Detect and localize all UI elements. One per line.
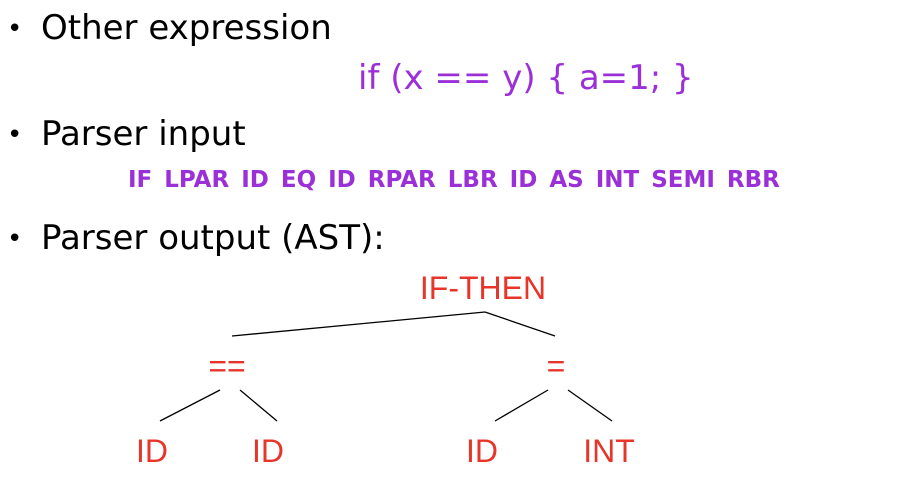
bullet-parser-output: Parser output (AST): [41, 218, 385, 258]
node-int: INT [583, 433, 635, 469]
bullet-marker: • [7, 120, 23, 150]
node-id: ID [136, 433, 168, 469]
node-eqeq: == [208, 348, 245, 384]
node-assign: = [547, 348, 566, 384]
edge-eq-id [494, 389, 549, 422]
token-stream: IF LPAR ID EQ ID RPAR LBR ID AS INT SEMI… [128, 167, 780, 193]
node-if-then: IF-THEN [420, 270, 546, 306]
edge-eq-int [567, 389, 613, 422]
node-id: ID [466, 433, 498, 469]
bullet-marker: • [7, 14, 23, 44]
bullet-parser-input: Parser input [41, 114, 246, 154]
bullet-other-expression: Other expression [41, 8, 332, 48]
edge-eqeq-id1 [159, 389, 221, 422]
source-code-line: if (x == y) { a=1; } [358, 58, 694, 98]
node-id: ID [252, 433, 284, 469]
bullet-marker: • [7, 224, 23, 254]
edge-root-right [484, 311, 556, 337]
edge-root-left [231, 311, 486, 337]
edge-eqeq-id2 [239, 389, 278, 422]
